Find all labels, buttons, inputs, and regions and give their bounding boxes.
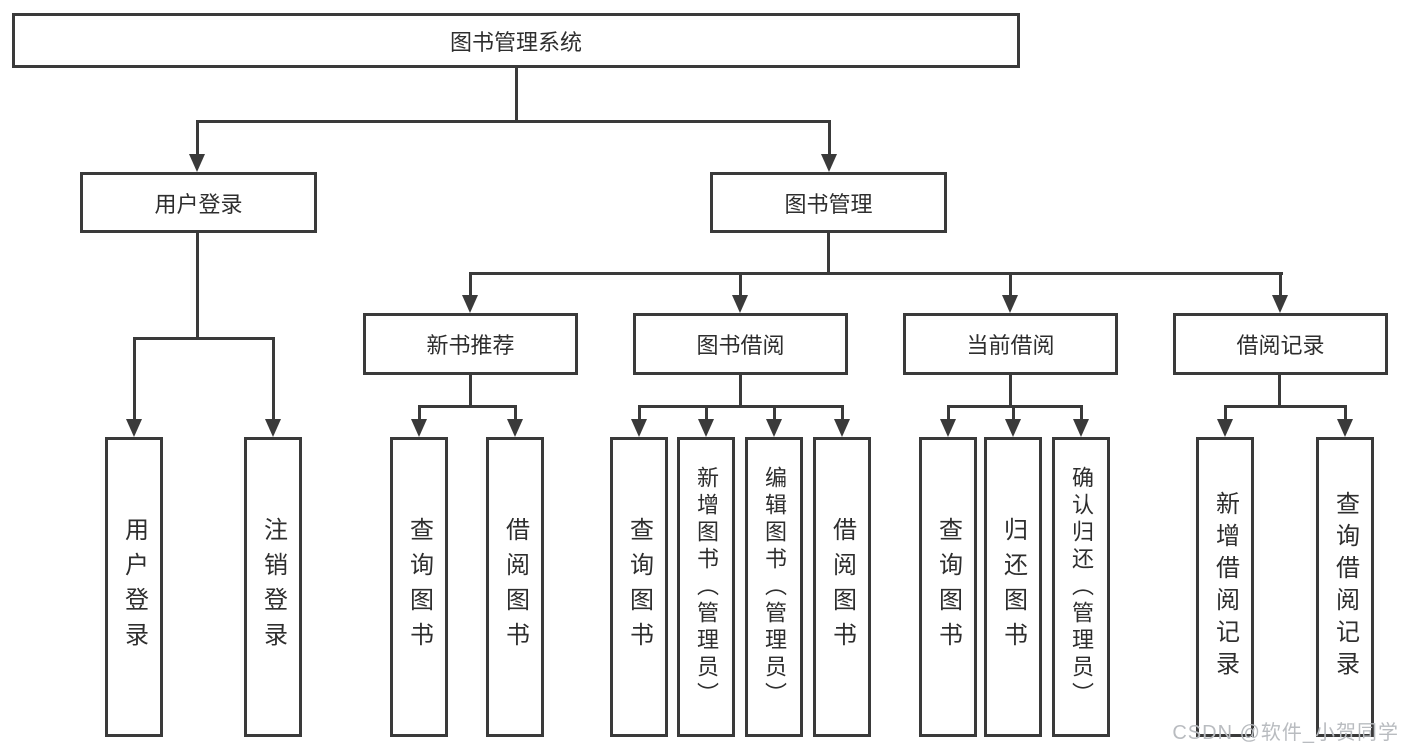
leaf-record-add-borrow-record: 新增借阅记录 xyxy=(1196,437,1254,737)
connector-arrowhead xyxy=(1005,419,1021,437)
connector-line-vertical xyxy=(1080,405,1083,421)
leaf-borrow-add-books-admin: 新增图书（管理员） xyxy=(677,437,735,737)
connector-arrowhead xyxy=(462,295,478,313)
connector-arrowhead xyxy=(698,419,714,437)
connector-line-vertical xyxy=(1278,375,1281,405)
node-book-management: 图书管理 xyxy=(710,172,947,233)
connector-line-vertical xyxy=(947,405,950,421)
connector-line-vertical xyxy=(469,272,472,297)
connector-arrowhead xyxy=(507,419,523,437)
connector-arrowhead xyxy=(940,419,956,437)
connector-line-horizontal xyxy=(133,337,275,340)
connector-arrowhead xyxy=(189,154,205,172)
connector-line-vertical xyxy=(1224,405,1227,421)
node-current-borrowing: 当前借阅 xyxy=(903,313,1118,375)
connector-line-vertical xyxy=(515,68,518,120)
node-user-login: 用户登录 xyxy=(80,172,317,233)
connector-line-vertical xyxy=(133,337,136,421)
connector-arrowhead xyxy=(1272,295,1288,313)
connector-line-vertical xyxy=(739,272,742,297)
connector-arrowhead xyxy=(411,419,427,437)
connector-line-vertical xyxy=(841,405,844,421)
connector-line-vertical xyxy=(1009,272,1012,297)
connector-arrowhead xyxy=(834,419,850,437)
connector-arrowhead xyxy=(1337,419,1353,437)
node-new-book-recommend: 新书推荐 xyxy=(363,313,578,375)
connector-line-vertical xyxy=(705,405,708,421)
leaf-newbook-borrow-books: 借阅图书 xyxy=(486,437,544,737)
leaf-logout: 注销登录 xyxy=(244,437,302,737)
leaf-borrow-query-books: 查询图书 xyxy=(610,437,668,737)
leaf-newbook-query-books: 查询图书 xyxy=(390,437,448,737)
connector-line-vertical xyxy=(514,405,517,421)
connector-line-horizontal xyxy=(638,405,843,408)
connector-arrowhead xyxy=(1002,295,1018,313)
node-book-borrowing: 图书借阅 xyxy=(633,313,848,375)
connector-line-vertical xyxy=(1279,272,1282,297)
leaf-borrow-borrow-books: 借阅图书 xyxy=(813,437,871,737)
connector-line-horizontal xyxy=(1224,405,1346,408)
connector-line-vertical xyxy=(739,375,742,405)
connector-line-horizontal xyxy=(196,120,831,123)
leaf-user-login: 用户登录 xyxy=(105,437,163,737)
connector-line-vertical xyxy=(1012,405,1015,421)
connector-line-horizontal xyxy=(469,272,1283,275)
leaf-current-confirm-return-admin: 确认归还（管理员） xyxy=(1052,437,1110,737)
connector-line-vertical xyxy=(469,375,472,405)
connector-line-vertical xyxy=(773,405,776,421)
connector-arrowhead xyxy=(1073,419,1089,437)
node-library-management-system: 图书管理系统 xyxy=(12,13,1020,68)
leaf-current-query-books: 查询图书 xyxy=(919,437,977,737)
leaf-record-query-borrow-record: 查询借阅记录 xyxy=(1316,437,1374,737)
connector-line-vertical xyxy=(196,120,199,154)
connector-line-vertical xyxy=(418,405,421,421)
connector-line-horizontal xyxy=(418,405,517,408)
connector-line-vertical xyxy=(638,405,641,421)
connector-line-vertical xyxy=(827,232,830,272)
leaf-borrow-edit-books-admin: 编辑图书（管理员） xyxy=(745,437,803,737)
connector-line-vertical xyxy=(1344,405,1347,421)
connector-arrowhead xyxy=(265,419,281,437)
connector-arrowhead xyxy=(821,154,837,172)
csdn-watermark: CSDN @软件_小贺同学 xyxy=(1172,722,1399,744)
connector-line-vertical xyxy=(1009,375,1012,405)
connector-arrowhead xyxy=(631,419,647,437)
connector-arrowhead xyxy=(1217,419,1233,437)
connector-line-vertical xyxy=(196,233,199,337)
connector-arrowhead xyxy=(766,419,782,437)
connector-line-vertical xyxy=(272,337,275,421)
leaf-current-return-books: 归还图书 xyxy=(984,437,1042,737)
connector-arrowhead xyxy=(126,419,142,437)
connector-line-vertical xyxy=(828,120,831,154)
node-borrowing-records: 借阅记录 xyxy=(1173,313,1388,375)
connector-arrowhead xyxy=(732,295,748,313)
